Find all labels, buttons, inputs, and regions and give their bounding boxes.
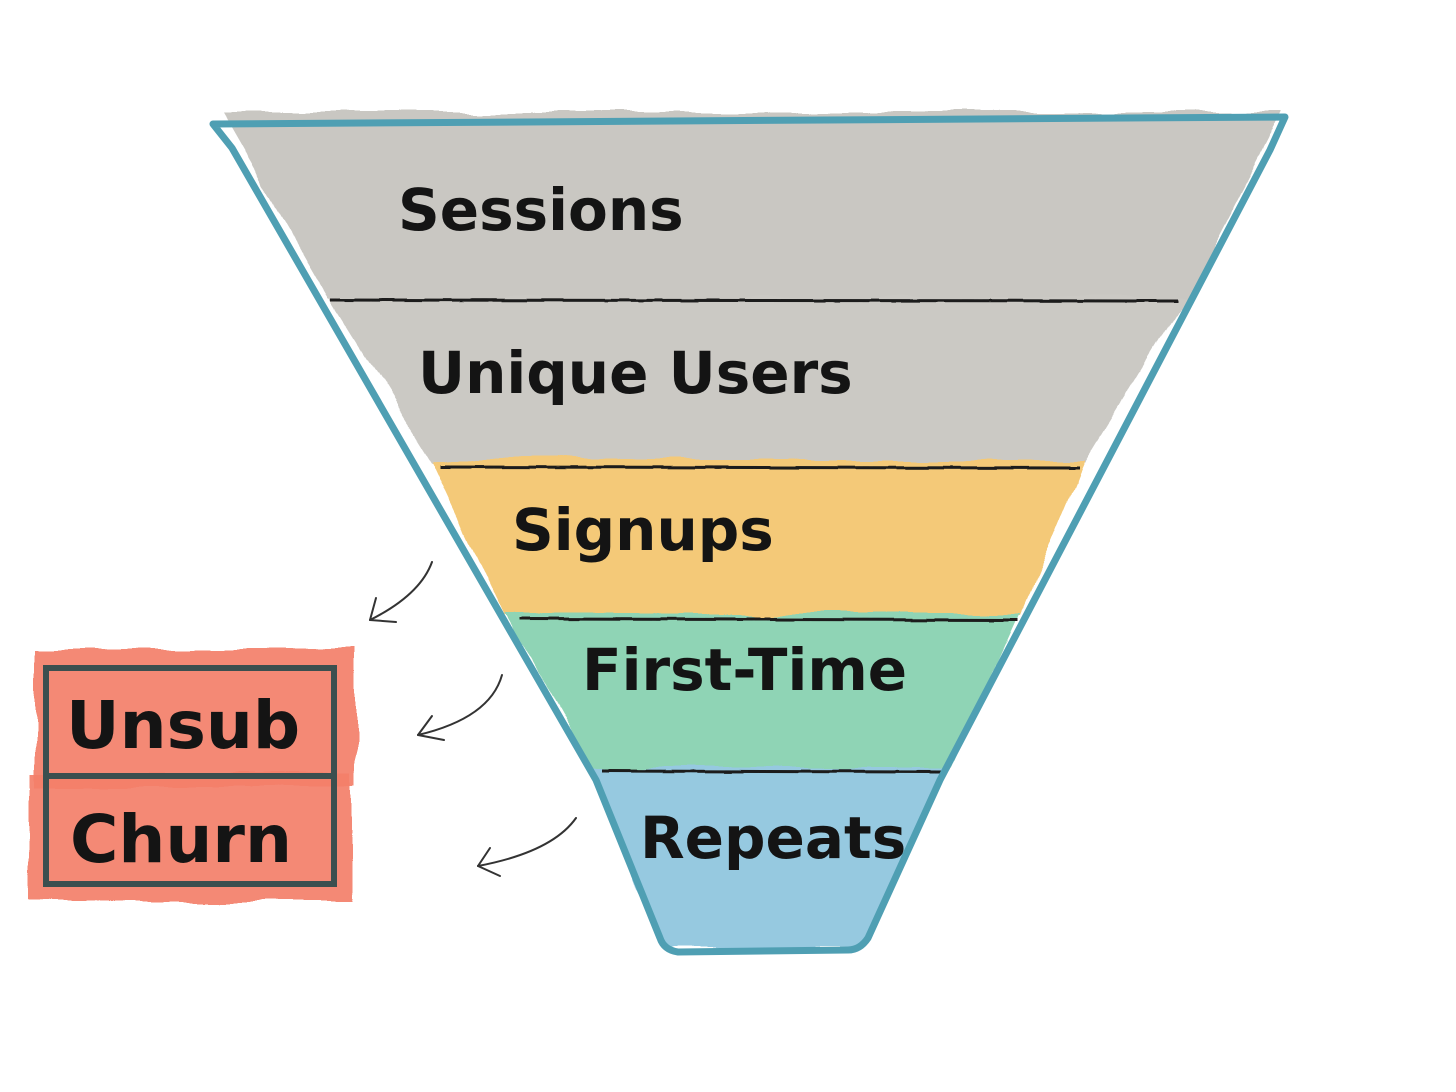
arrow-icon bbox=[369, 561, 433, 623]
stage-dividers bbox=[329, 298, 1179, 774]
band-signups bbox=[432, 460, 1085, 616]
drop-off-arrows bbox=[369, 561, 577, 877]
churn-box-border bbox=[43, 773, 337, 887]
divider-line bbox=[329, 298, 1179, 303]
funnel-outline bbox=[209, 113, 1289, 956]
band-first-time bbox=[505, 614, 1020, 770]
churn-box: Churn bbox=[30, 772, 352, 902]
stage-label-sessions: Sessions bbox=[398, 176, 684, 244]
band-unique-users bbox=[330, 298, 1185, 462]
stage-label-signups: Signups bbox=[512, 496, 774, 564]
stage-label-unique-users: Unique Users bbox=[418, 339, 853, 407]
arrow-icon bbox=[417, 674, 503, 741]
stage-label-first-time: First-Time bbox=[582, 636, 907, 704]
arrow-icon bbox=[477, 817, 577, 877]
band-sessions bbox=[222, 112, 1282, 300]
divider-line bbox=[519, 617, 1019, 622]
stage-label-repeats: Repeats bbox=[640, 804, 906, 872]
churn-box-fill bbox=[30, 772, 352, 902]
churn-label: Churn bbox=[70, 801, 292, 878]
unsub-label: Unsub bbox=[66, 687, 300, 764]
band-repeats bbox=[592, 768, 950, 948]
divider-line bbox=[439, 465, 1081, 470]
unsub-box: Unsub bbox=[34, 648, 356, 786]
side-boxes: Unsub Churn bbox=[30, 648, 356, 902]
funnel-bands bbox=[222, 112, 1282, 948]
divider-line bbox=[601, 769, 943, 774]
